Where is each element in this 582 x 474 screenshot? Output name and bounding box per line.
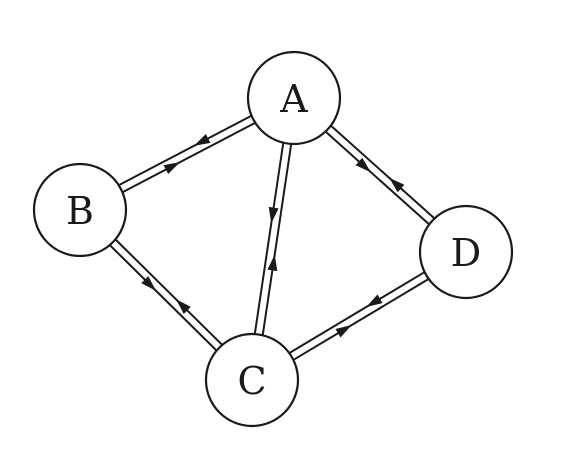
edge-a-c-line-2 (261, 143, 293, 336)
edge-b-c (109, 238, 223, 352)
edge-c-d-arrow-forward (335, 325, 352, 338)
edge-b-c-arrow-forward (141, 276, 157, 291)
edge-a-c (253, 142, 293, 336)
node-b-circle (32, 162, 128, 258)
node-d-label: D (451, 231, 481, 275)
node-b[interactable]: B (32, 162, 128, 258)
edge-c-d-arrow-backward (366, 294, 383, 307)
edge-b-c-line-1 (109, 244, 218, 352)
edge-b-c-arrow-backward (175, 299, 191, 314)
node-c[interactable]: C (204, 332, 300, 428)
edge-a-d-arrow-forward (355, 157, 371, 173)
edge-a-d-arrow-backward (389, 177, 405, 193)
edges-layer (109, 114, 436, 361)
edge-a-b-line-2 (122, 121, 256, 194)
edge-c-d-line-2 (288, 271, 425, 354)
edge-b-c-line-2 (114, 238, 223, 346)
edge-c-d-line-1 (293, 278, 430, 361)
edge-a-d (324, 124, 436, 226)
node-a[interactable]: A (246, 50, 342, 146)
edge-a-b-arrow-backward (163, 162, 181, 175)
edge-a-b-arrow-forward (193, 133, 211, 146)
node-d[interactable]: D (418, 204, 514, 300)
node-a-circle (246, 50, 342, 146)
edge-a-c-arrow-forward (268, 206, 279, 224)
node-b-label: B (66, 189, 94, 233)
edge-a-c-line-1 (253, 142, 285, 335)
edge-a-b-line-1 (118, 114, 252, 187)
node-c-circle (204, 332, 300, 428)
edge-a-d-line-2 (330, 124, 436, 220)
node-c-label: C (237, 359, 266, 403)
edge-a-c-arrow-backward (267, 254, 278, 272)
edge-c-d (288, 271, 430, 361)
edge-a-d-line-1 (324, 130, 430, 226)
node-d-circle (418, 204, 514, 300)
edge-a-b (118, 114, 256, 194)
nodes-layer: A B C D (32, 50, 514, 428)
node-a-label: A (279, 77, 308, 121)
